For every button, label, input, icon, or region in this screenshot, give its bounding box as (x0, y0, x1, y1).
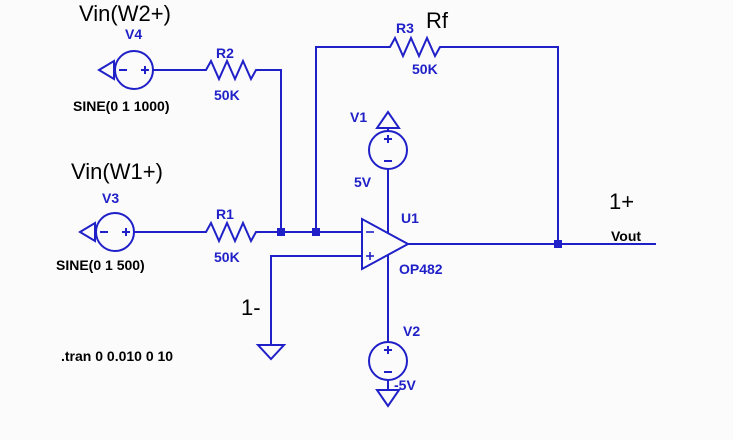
r2-name-label[interactable]: R2 (216, 45, 234, 61)
plus-marker (141, 66, 149, 74)
u1-value-label[interactable]: OP482 (399, 261, 443, 277)
plus-marker (122, 228, 130, 236)
r3-name-label[interactable]: R3 (396, 20, 414, 36)
vout-net-label[interactable]: Vout (611, 228, 642, 244)
annotation-scope-1minus[interactable]: 1- (241, 295, 261, 320)
annotation-vin-w2[interactable]: Vin(W2+) (79, 1, 171, 26)
annotation-rf[interactable]: Rf (426, 8, 448, 33)
annotation-scope-1plus[interactable]: 1+ (609, 189, 635, 214)
resistor-r2[interactable] (196, 58, 266, 82)
v3-value-label[interactable]: SINE(0 1 500) (56, 257, 145, 273)
v1-value-label[interactable]: 5V (354, 174, 372, 190)
resistor-r1[interactable] (196, 220, 266, 244)
u1-name-label[interactable]: U1 (401, 210, 419, 226)
junction-input-node-1 (277, 228, 285, 236)
wire-feedback-left[interactable] (315, 46, 380, 232)
v4-value-label[interactable]: SINE(0 1 1000) (73, 98, 170, 114)
r2-value-label[interactable]: 50K (214, 87, 240, 103)
power-flag-up-icon[interactable] (375, 110, 401, 131)
plus-marker (384, 135, 392, 143)
junction-input-node-2 (312, 228, 320, 236)
ground-flag-v2-icon[interactable] (375, 380, 401, 408)
opamp-u1[interactable] (361, 217, 411, 271)
v1-name-label[interactable]: V1 (350, 109, 368, 125)
plus-marker (384, 346, 392, 354)
resistor-r3[interactable] (380, 35, 450, 59)
port-flag-w1-icon[interactable] (78, 221, 96, 243)
v4-name-label[interactable]: V4 (125, 26, 143, 42)
r1-value-label[interactable]: 50K (214, 249, 240, 265)
voltage-source-v2[interactable] (368, 341, 408, 381)
v2-name-label[interactable]: V2 (403, 323, 421, 339)
spice-directive-label[interactable]: .tran 0 0.010 0 10 (61, 348, 174, 364)
junction-output-node (554, 240, 562, 248)
wire-r2-to-input-node[interactable] (266, 69, 282, 232)
r1-name-label[interactable]: R1 (216, 206, 234, 222)
wire-inverting-input-to-ground[interactable] (270, 255, 362, 345)
r3-value-label[interactable]: 50K (412, 61, 438, 77)
voltage-source-v1[interactable] (368, 130, 408, 170)
voltage-source-v3[interactable] (95, 212, 135, 252)
wire-feedback-right[interactable] (450, 46, 559, 244)
voltage-source-v4[interactable] (114, 50, 154, 90)
port-flag-w2-icon[interactable] (97, 59, 115, 81)
v3-name-label[interactable]: V3 (102, 190, 120, 206)
v2-value-label[interactable]: -5V (394, 377, 416, 393)
ground-flag-1minus-icon[interactable] (255, 344, 287, 361)
noninverting-input-marker (366, 252, 374, 260)
annotation-vin-w1[interactable]: Vin(W1+) (71, 159, 163, 184)
